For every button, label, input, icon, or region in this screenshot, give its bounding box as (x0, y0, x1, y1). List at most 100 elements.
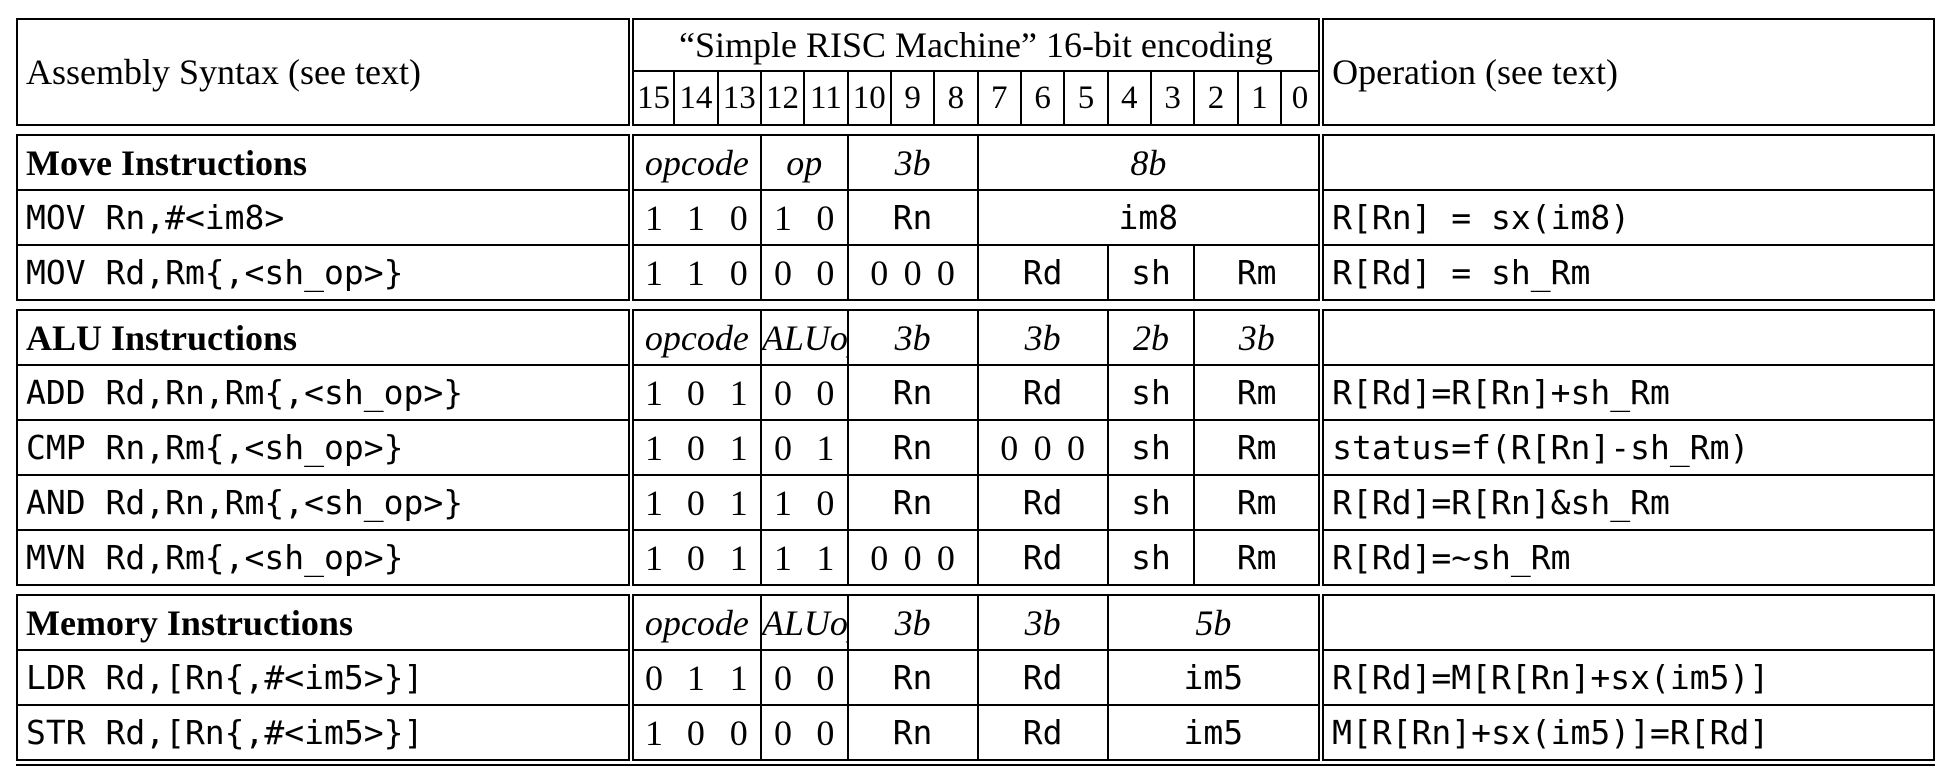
operation-cell: status=f(R[Rn]-sh_Rm) (1320, 419, 1935, 476)
operation-cell: R[Rd]=R[Rn]+sh_Rm (1320, 364, 1935, 421)
field-rd: Rd (976, 529, 1109, 586)
bit-cell: 1 (759, 474, 805, 531)
bit-cell: 0 (674, 704, 718, 761)
bit-cell: 1 (629, 474, 675, 531)
bit-cell: 1 (804, 419, 849, 476)
bit-cell: 0 (1000, 427, 1019, 468)
header-row-bits: 15 14 13 12 11 10 9 8 7 6 5 4 3 2 1 0 (17, 70, 1934, 126)
field-rd: Rd (976, 364, 1109, 421)
bit-cell: 0 (1066, 427, 1085, 468)
mem-header-operation-blank (1320, 594, 1935, 651)
bit-cell: 1 (759, 189, 805, 246)
bit-cell: 0 (804, 244, 849, 301)
bit-cell: 1 (759, 529, 805, 586)
bit-cell: 1 (717, 529, 762, 586)
bit-cell: 0 (903, 537, 922, 578)
bit-cell: 0 (759, 649, 805, 706)
bit-12: 12 (759, 70, 806, 126)
field-rn: Rn (846, 364, 979, 421)
move-field-3b: 3b (846, 134, 979, 191)
bit-7: 7 (976, 70, 1022, 126)
bit-15: 15 (629, 70, 676, 126)
field-im8: im8 (976, 189, 1325, 246)
bit-cell: 0 (674, 364, 718, 421)
bit-1: 1 (1236, 70, 1282, 126)
field-rn: Rn (846, 649, 979, 706)
field-im5: im5 (1106, 649, 1325, 706)
bit-13: 13 (716, 70, 762, 126)
mem-field-5b: 5b (1106, 594, 1325, 651)
instruction-row-str: STR Rd,[Rn{,#<im5>}] 1 0 0 0 0 Rn Rd im5… (16, 704, 1935, 761)
bit-cell: 0 (717, 704, 762, 761)
bit-8: 8 (933, 70, 979, 126)
asm-cell: MOV Rd,Rm{,<sh_op>} (16, 244, 634, 301)
bit-cell: 0 (804, 474, 849, 531)
operation-cell: M[R[Rn]+sx(im5)]=R[Rd] (1320, 704, 1935, 761)
mem-field-3b-rn: 3b (846, 594, 979, 651)
alu-field-3b-rm: 3b (1193, 309, 1325, 366)
bit-3: 3 (1149, 70, 1196, 126)
field-rm: Rm (1193, 244, 1325, 301)
bit-cell: 0 (717, 189, 762, 246)
move-field-8b: 8b (976, 134, 1325, 191)
asm-cell: MVN Rd,Rm{,<sh_op>} (16, 529, 634, 586)
field-sh: sh (1106, 364, 1196, 421)
move-field-op: op (759, 134, 849, 191)
mem-field-aluop: ALUop (759, 594, 849, 651)
bit-cell: 1 (629, 704, 675, 761)
bit-11: 11 (803, 70, 849, 126)
operation-cell: R[Rd]=M[R[Rn]+sx(im5)] (1320, 649, 1935, 706)
bit-cell: 0 (1033, 427, 1052, 468)
alu-field-2b-sh: 2b (1106, 309, 1196, 366)
alu-header-operation-blank (1320, 309, 1935, 366)
move-section-header: Move Instructions opcode op 3b 8b (16, 134, 1935, 191)
bit-cell: 0 (870, 252, 889, 293)
bit-cell: 0 (717, 244, 762, 301)
bit-0: 0 (1279, 70, 1325, 126)
bit-10: 10 (846, 70, 892, 126)
bit-cell: 0 (804, 364, 849, 421)
field-rm: Rm (1193, 419, 1325, 476)
header-assembly-syntax: Assembly Syntax (see text) (16, 18, 634, 126)
field-rn: Rn (846, 474, 979, 531)
field-sh: sh (1106, 419, 1196, 476)
bit-cell: 0 (674, 419, 718, 476)
field-sh: sh (1106, 529, 1196, 586)
bit-cell: 1 (629, 419, 675, 476)
field-rd: Rd (976, 649, 1109, 706)
bit-cell: 1 (674, 649, 718, 706)
bit-cell: 0 (936, 252, 955, 293)
header-row-1: Assembly Syntax (see text) “Simple RISC … (16, 18, 1935, 126)
bit-cell: 0 (804, 704, 849, 761)
bit-cell: 1 (674, 244, 718, 301)
bit-cell: 1 (804, 529, 849, 586)
bit-cell: 0 (629, 649, 675, 706)
instruction-row-add: ADD Rd,Rn,Rm{,<sh_op>} 1 0 1 0 0 Rn Rd s… (16, 364, 1935, 421)
bit-6: 6 (1019, 70, 1066, 126)
field-rm: Rm (1193, 474, 1325, 531)
bit-cell: 0 (804, 189, 849, 246)
operation-cell: R[Rd] = sh_Rm (1320, 244, 1935, 301)
field-rd: Rd (976, 244, 1109, 301)
bit-14: 14 (673, 70, 719, 126)
bottom-rule (16, 764, 1935, 766)
bit-cell: 1 (629, 244, 675, 301)
bit-cell: 0 (759, 364, 805, 421)
bit-5: 5 (1063, 70, 1109, 126)
asm-cell: ADD Rd,Rn,Rm{,<sh_op>} (16, 364, 634, 421)
isa-encoding-table: Assembly Syntax (see text) “Simple RISC … (16, 18, 1935, 761)
move-field-opcode: opcode (629, 134, 762, 191)
field-rn: Rn (846, 189, 979, 246)
field-rm: Rm (1193, 364, 1325, 421)
header-encoding-title: “Simple RISC Machine” 16-bit encoding (629, 18, 1325, 72)
move-section-title: Move Instructions (16, 134, 634, 191)
field-rd: Rd (976, 704, 1109, 761)
alu-section-header: ALU Instructions opcode ALUop 3b 3b 2b 3… (16, 309, 1935, 366)
bit-4: 4 (1106, 70, 1152, 126)
alu-field-opcode: opcode (629, 309, 762, 366)
